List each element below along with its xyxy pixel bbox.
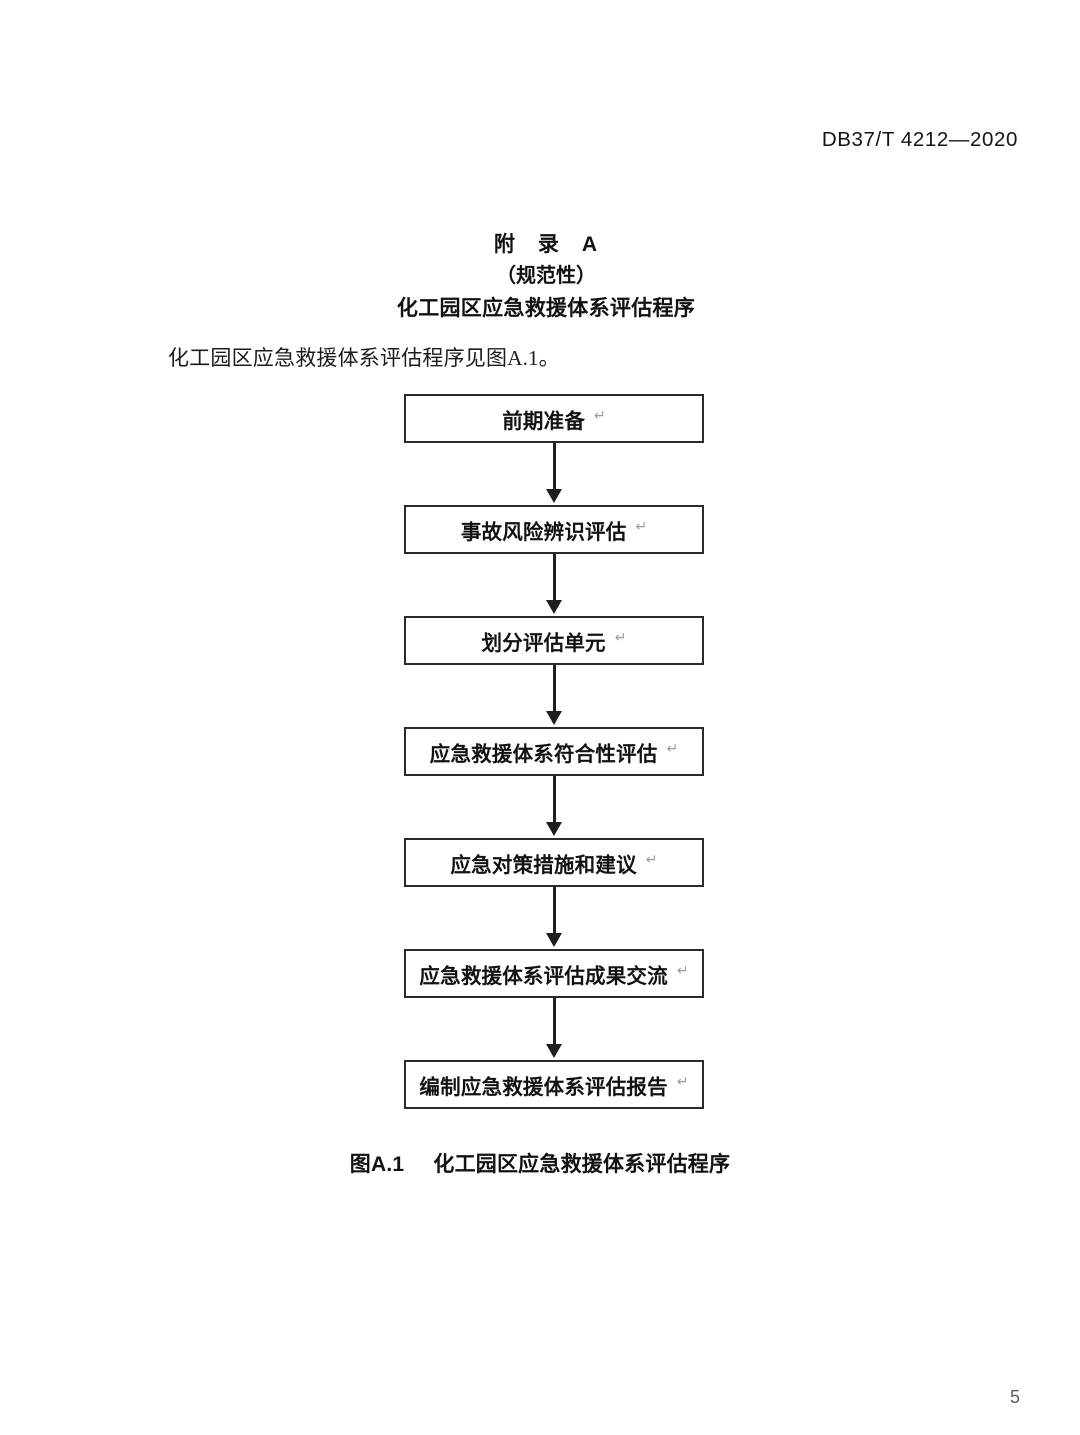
return-mark-icon: ↵ bbox=[676, 1073, 689, 1090]
flowchart-arrow-1 bbox=[404, 443, 704, 505]
arrow-head-icon bbox=[546, 933, 562, 947]
flowchart-node-2: 事故风险辨识评估 ↵ bbox=[404, 505, 704, 554]
annex-heading: 化工园区应急救援体系评估程序 bbox=[396, 297, 696, 320]
flowchart-arrow-2 bbox=[404, 554, 704, 616]
annex-label: 附 录 A bbox=[493, 233, 599, 256]
flowchart-node-label: 事故风险辨识评估 bbox=[460, 520, 627, 544]
return-mark-icon: ↵ bbox=[645, 851, 658, 868]
figure-caption: 图A.1 化工园区应急救援体系评估程序 bbox=[0, 1148, 1080, 1178]
flowchart-arrow-5 bbox=[404, 887, 704, 949]
flowchart-node-4: 应急救援体系符合性评估 ↵ bbox=[404, 727, 704, 776]
figure-caption-number: 图A.1 bbox=[349, 1153, 405, 1176]
arrow-line bbox=[553, 887, 556, 935]
arrow-head-icon bbox=[546, 711, 562, 725]
flowchart-node-label: 划分评估单元 bbox=[481, 631, 606, 655]
flowchart-arrow-4 bbox=[404, 776, 704, 838]
arrow-line bbox=[553, 776, 556, 824]
return-mark-icon: ↵ bbox=[676, 962, 689, 979]
page-number: 5 bbox=[1009, 1387, 1020, 1407]
arrow-line bbox=[553, 665, 556, 713]
annex-normative-note: （规范性） bbox=[496, 265, 596, 287]
arrow-head-icon bbox=[546, 600, 562, 614]
return-mark-icon: ↵ bbox=[635, 518, 648, 535]
flowchart-node-3: 划分评估单元 ↵ bbox=[404, 616, 704, 665]
annex-title-block: 附 录 A （规范性） 化工园区应急救援体系评估程序 bbox=[0, 230, 1080, 326]
flowchart: 前期准备↵事故风险辨识评估↵划分评估单元↵应急救援体系符合性评估↵应急对策措施和… bbox=[404, 394, 704, 1109]
return-mark-icon: ↵ bbox=[666, 740, 679, 757]
flowchart-node-7: 编制应急救援体系评估报告 ↵ bbox=[404, 1060, 704, 1109]
flowchart-node-label: 前期准备 bbox=[502, 409, 586, 433]
flowchart-arrow-6 bbox=[404, 998, 704, 1060]
flowchart-node-label: 编制应急救援体系评估报告 bbox=[419, 1075, 668, 1099]
arrow-head-icon bbox=[546, 489, 562, 503]
flowchart-node-label: 应急救援体系评估成果交流 bbox=[419, 964, 668, 988]
arrow-head-icon bbox=[546, 1044, 562, 1058]
flowchart-node-1: 前期准备 ↵ bbox=[404, 394, 704, 443]
return-mark-icon: ↵ bbox=[614, 629, 627, 646]
arrow-head-icon bbox=[546, 822, 562, 836]
flowchart-node-6: 应急救援体系评估成果交流 ↵ bbox=[404, 949, 704, 998]
flowchart-arrow-3 bbox=[404, 665, 704, 727]
flowchart-node-5: 应急对策措施和建议 ↵ bbox=[404, 838, 704, 887]
arrow-line bbox=[553, 998, 556, 1046]
return-mark-icon: ↵ bbox=[594, 407, 606, 424]
figure-caption-title: 化工园区应急救援体系评估程序 bbox=[433, 1153, 731, 1176]
running-header-standard-id: DB37/T 4212—2020 bbox=[821, 128, 1018, 151]
flowchart-node-label: 应急对策措施和建议 bbox=[450, 853, 637, 877]
arrow-line bbox=[553, 554, 556, 602]
body-paragraph: 化工园区应急救援体系评估程序见图A.1。 bbox=[168, 346, 560, 370]
flowchart-node-label: 应急救援体系符合性评估 bbox=[429, 742, 658, 766]
arrow-line bbox=[553, 443, 556, 491]
